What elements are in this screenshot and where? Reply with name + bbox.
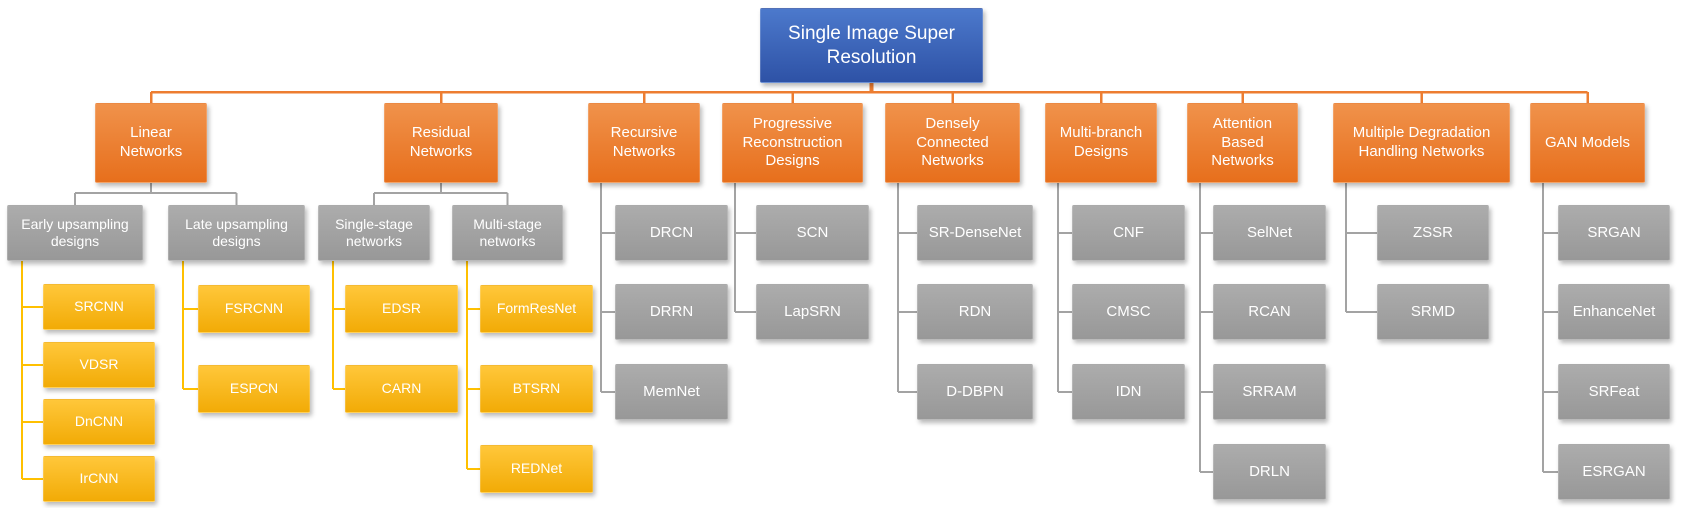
node-espcn: ESPCN — [198, 365, 310, 413]
node-late-upsampling-designs: Late upsampling designs — [168, 205, 305, 261]
node-zssr: ZSSR — [1377, 205, 1489, 261]
node-progressive-reconstruction-designs: Progressive Reconstruction Designs — [722, 103, 863, 183]
node-multiple-degradation-handling-networks: Multiple Degradation Handling Networks — [1333, 103, 1510, 183]
node-densely-connected-networks: Densely Connected Networks — [885, 103, 1020, 183]
node-srcnn: SRCNN — [43, 284, 155, 330]
node-srram: SRRAM — [1213, 364, 1326, 420]
node-carn: CARN — [345, 365, 458, 413]
node-cnf: CNF — [1072, 205, 1185, 261]
node-d-dbpn: D-DBPN — [917, 364, 1033, 420]
node-single-stage-networks: Single-stage networks — [318, 205, 430, 261]
node-rcan: RCAN — [1213, 284, 1326, 340]
node-selnet: SelNet — [1213, 205, 1326, 261]
node-fsrcnn: FSRCNN — [198, 285, 310, 333]
node-formresnet: FormResNet — [480, 285, 593, 333]
node-btsrn: BTSRN — [480, 365, 593, 413]
node-srmd: SRMD — [1377, 284, 1489, 340]
node-scn: SCN — [756, 205, 869, 261]
node-lapsrn: LapSRN — [756, 284, 869, 340]
node-srgan: SRGAN — [1558, 205, 1670, 261]
node-enhancenet: EnhanceNet — [1558, 284, 1670, 340]
node-rednet: REDNet — [480, 445, 593, 493]
node-drrn: DRRN — [615, 284, 728, 340]
node-drln: DRLN — [1213, 444, 1326, 500]
node-drcn: DRCN — [615, 205, 728, 261]
node-recursive-networks: Recursive Networks — [588, 103, 700, 183]
node-multi-stage-networks: Multi-stage networks — [452, 205, 563, 261]
node-early-upsampling-designs: Early upsampling designs — [7, 205, 143, 261]
node-esrgan: ESRGAN — [1558, 444, 1670, 500]
node-gan-models: GAN Models — [1530, 103, 1645, 183]
node-memnet: MemNet — [615, 364, 728, 420]
node-ircnn: IrCNN — [43, 456, 155, 502]
node-single-image-super-resolution: Single Image Super Resolution — [760, 8, 983, 83]
node-multi-branch-designs: Multi-branch Designs — [1045, 103, 1157, 183]
node-idn: IDN — [1072, 364, 1185, 420]
node-dncnn: DnCNN — [43, 399, 155, 445]
node-linear-networks: Linear Networks — [95, 103, 207, 183]
node-residual-networks: Residual Networks — [384, 103, 498, 183]
node-vdsr: VDSR — [43, 342, 155, 388]
node-srfeat: SRFeat — [1558, 364, 1670, 420]
node-sr-densenet: SR-DenseNet — [917, 205, 1033, 261]
node-cmsc: CMSC — [1072, 284, 1185, 340]
node-attention-based-networks: Attention Based Networks — [1187, 103, 1298, 183]
node-rdn: RDN — [917, 284, 1033, 340]
node-edsr: EDSR — [345, 285, 458, 333]
